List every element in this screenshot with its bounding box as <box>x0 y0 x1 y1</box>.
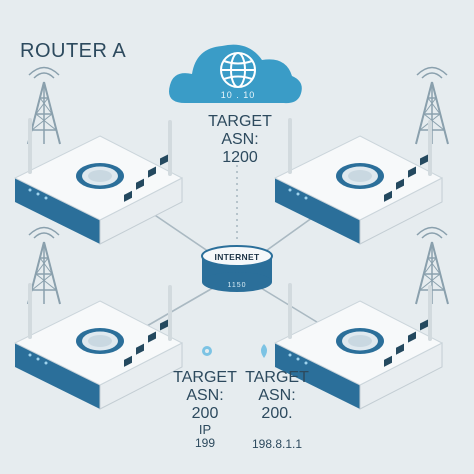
cloud-ip-label: 10 . 10 <box>220 90 256 100</box>
cloud-icon <box>169 44 302 104</box>
asn-line: ASN: <box>221 130 259 148</box>
location-pin-icon <box>202 346 212 356</box>
internet-sub-label: 1150 <box>227 282 247 289</box>
router-icon <box>13 118 184 246</box>
antenna-tower-icon <box>27 66 61 145</box>
top-target-label: TARGET ASN: 1200 <box>190 113 290 167</box>
router-icon <box>13 283 184 411</box>
router-a-label: ROUTER A <box>20 40 127 62</box>
globe-icon <box>220 52 256 88</box>
target-line: TARGET <box>173 369 237 386</box>
ip-line: IP <box>198 421 212 437</box>
ip-value: 198.8.1.1 <box>251 436 303 451</box>
asn-line: ASN: <box>186 386 224 404</box>
location-pin-icon <box>261 344 267 358</box>
target-line: TARGET <box>245 369 309 386</box>
asn-line: ASN: <box>258 386 296 404</box>
link-bottom-left <box>139 284 219 331</box>
bottom-right-target-label: TARGET ASN: 200. 198.8.1.1 <box>232 369 322 451</box>
asn-value: 200 <box>191 404 219 422</box>
bottom-left-target-label: TARGET ASN: 200 IP 199 <box>160 369 250 451</box>
ip-value: 199 <box>194 436 216 451</box>
internet-label: INTERNET <box>214 252 260 262</box>
antenna-tower-icon <box>27 226 61 305</box>
asn-value: 200. <box>261 404 293 422</box>
ip-line <box>232 423 322 438</box>
asn-value: 1200 <box>222 148 258 166</box>
target-line: TARGET <box>208 113 272 130</box>
internet-hub-icon <box>201 245 273 292</box>
